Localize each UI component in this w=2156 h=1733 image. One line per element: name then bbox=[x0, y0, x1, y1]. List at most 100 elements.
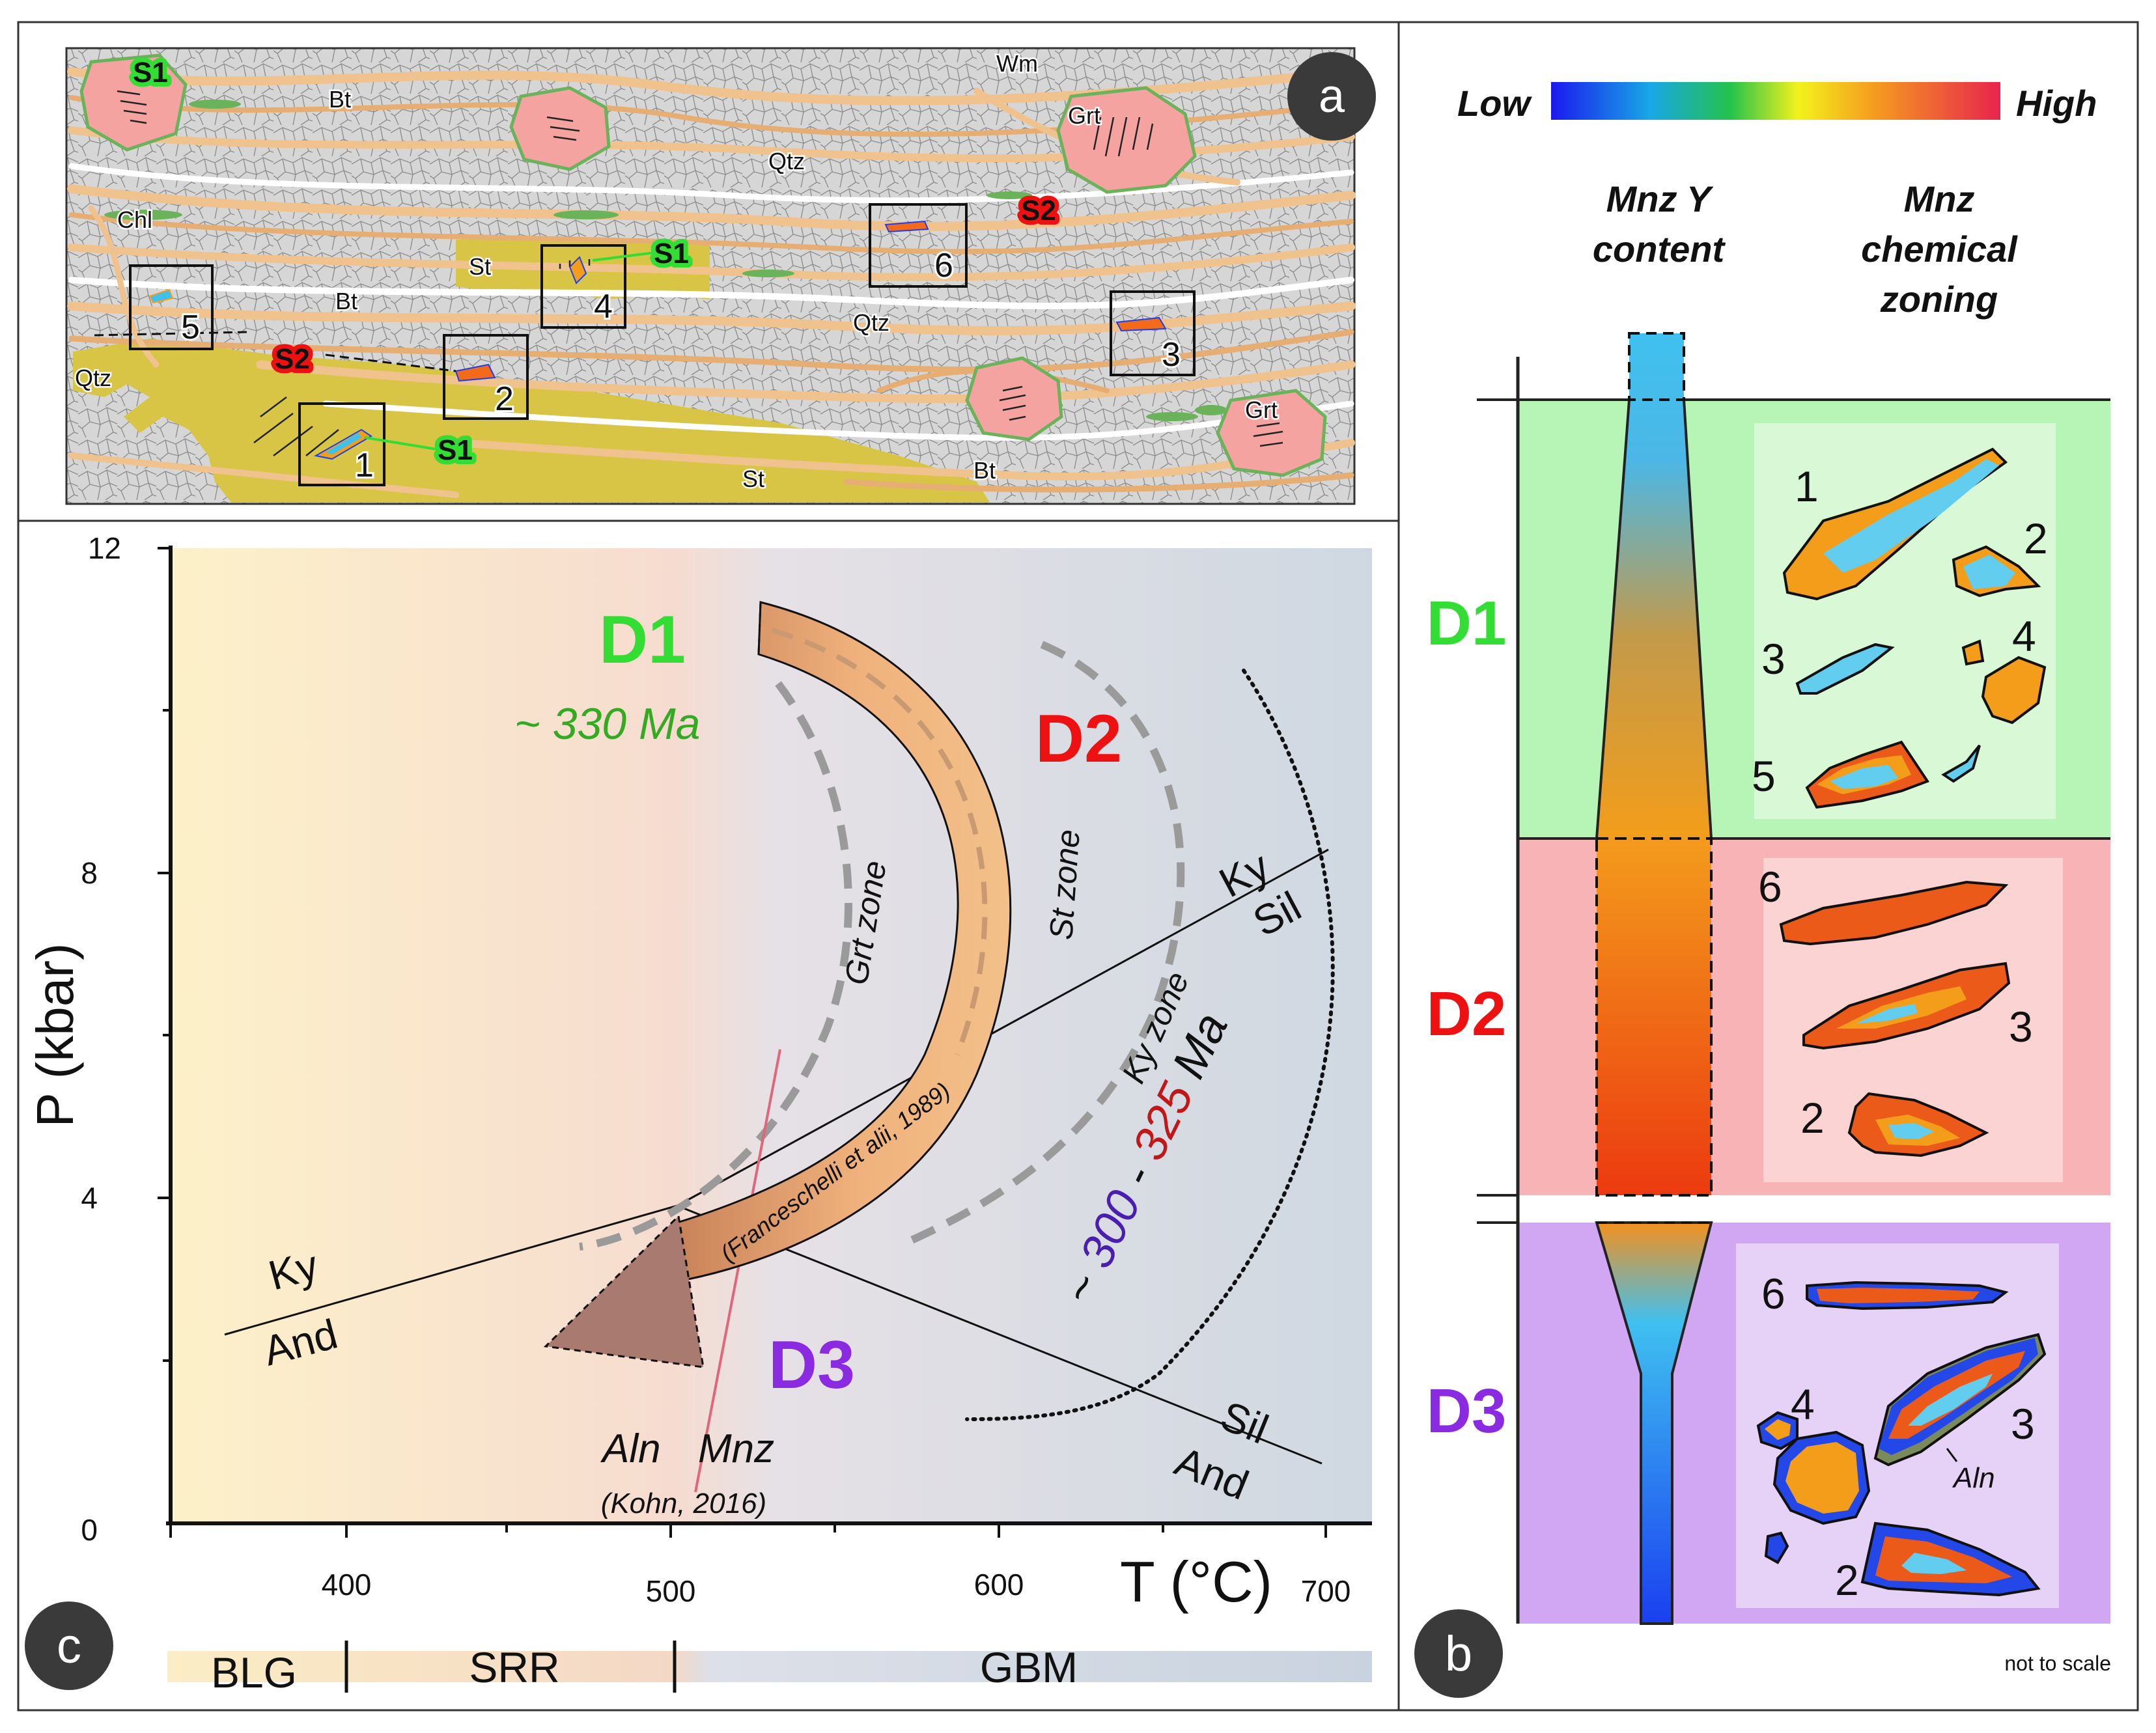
col1-title-line2: content bbox=[1593, 229, 1726, 270]
d3-grain-number-2: 2 bbox=[1835, 1556, 1859, 1604]
col2-title-line1: Mnz bbox=[1904, 178, 1975, 219]
label-chl: Chl bbox=[117, 206, 152, 233]
box-number-2: 2 bbox=[495, 380, 514, 418]
panel-b-zoning: Low High Mnz Y content Mnz chemical zoni… bbox=[1414, 82, 2111, 1698]
d2-grain-number-6: 6 bbox=[1758, 863, 1782, 911]
d3-grain-number-3: 3 bbox=[2011, 1400, 2035, 1448]
y-axis-label: P (kbar) bbox=[26, 943, 84, 1127]
outer-frame bbox=[17, 21, 2139, 1712]
scale-high-label: High bbox=[2016, 83, 2097, 124]
label-st-2: St bbox=[742, 465, 764, 492]
label-qtz-2: Qtz bbox=[853, 309, 889, 336]
label-grt-2: Grt bbox=[1245, 396, 1278, 423]
box-4 bbox=[540, 244, 626, 329]
y-tick-4: 4 bbox=[81, 1181, 98, 1215]
badge-a bbox=[1287, 52, 1376, 141]
ky-and-line bbox=[224, 1204, 678, 1336]
garnets bbox=[79, 53, 1327, 477]
d3-label-c: D3 bbox=[768, 1327, 855, 1403]
zone-isograds bbox=[579, 641, 1185, 1251]
aln-label-c: Aln bbox=[600, 1426, 661, 1471]
column-titles: Mnz Y content Mnz chemical zoning bbox=[1593, 178, 2018, 320]
label-qtz-1: Qtz bbox=[768, 148, 805, 174]
mineral-labels: Wm Bt Bt Bt Qtz Qtz Qtz Grt Grt Chl St S… bbox=[74, 49, 1280, 494]
s1-dashed-trace bbox=[94, 331, 248, 337]
box-numbers: 1 2 3 4 5 6 bbox=[179, 245, 1183, 486]
scale-low-label: Low bbox=[1457, 83, 1532, 124]
d1-grain-number-2: 2 bbox=[2024, 514, 2048, 562]
y-content-column-d2 bbox=[1595, 837, 1713, 1197]
d1-grain-number-5: 5 bbox=[1752, 752, 1776, 800]
d2-grain-number-2: 2 bbox=[1800, 1094, 1825, 1142]
label-bt-2: Bt bbox=[335, 288, 357, 314]
d1-age-label: ~ 330 Ma bbox=[514, 699, 700, 749]
label-qtz-3: Qtz bbox=[75, 365, 111, 391]
stage-label-d3: D3 bbox=[1427, 1376, 1507, 1446]
box-number-4: 4 bbox=[594, 288, 613, 326]
label-grt-1: Grt bbox=[1068, 102, 1100, 129]
aln-label-b: Aln bbox=[1952, 1462, 1995, 1494]
y-tick-12: 12 bbox=[88, 531, 121, 565]
pt-path-centre-dash bbox=[770, 628, 988, 1056]
temperature-max-arc bbox=[965, 669, 1335, 1421]
label-wm: Wm bbox=[996, 50, 1038, 77]
x-tick-400: 400 bbox=[322, 1568, 372, 1601]
regime-blg: BLG bbox=[211, 1648, 297, 1697]
badge-b-label: b bbox=[1445, 1626, 1472, 1682]
not-to-scale-note: not to scale bbox=[2004, 1652, 2111, 1675]
x-axis-ticks bbox=[169, 1523, 1327, 1538]
box-6 bbox=[869, 203, 968, 288]
label-st-1: St bbox=[469, 253, 491, 280]
box-5 bbox=[129, 264, 214, 350]
box-number-1: 1 bbox=[355, 447, 374, 484]
badge-b bbox=[1414, 1609, 1503, 1698]
s2-tag-b: S2 bbox=[275, 343, 310, 375]
pt-path-dashed-top bbox=[757, 602, 762, 655]
y-tick-0: 0 bbox=[81, 1513, 98, 1547]
grt-zone-isograd bbox=[579, 681, 852, 1251]
box-2 bbox=[443, 334, 529, 420]
ky-sil-line bbox=[677, 848, 1329, 1207]
regime-srr: SRR bbox=[469, 1643, 559, 1691]
col1-title-line1: Mnz Y bbox=[1606, 178, 1714, 219]
s2-tag-a: S2 bbox=[1021, 195, 1056, 227]
y-content-top-dashed bbox=[1628, 332, 1685, 401]
monazite-grains-thin-section bbox=[148, 220, 1167, 460]
s1-tag-b: S1 bbox=[654, 238, 689, 270]
pt-path-band bbox=[676, 601, 1012, 1281]
kohn-reference-label: (Kohn, 2016) bbox=[601, 1488, 766, 1519]
y-tick-8: 8 bbox=[81, 856, 98, 890]
regime-labels: BLG SRR GBM bbox=[211, 1643, 1078, 1697]
s1-leader-a bbox=[592, 251, 655, 262]
y-axis-ticks bbox=[158, 547, 171, 1362]
foliation-tags: S1 S1 S1 S2 S2 bbox=[128, 52, 1061, 471]
ky-zone-isograd bbox=[910, 641, 1185, 1244]
d1-grain-number-4: 4 bbox=[2012, 612, 2036, 660]
label-bt-3: Bt bbox=[973, 457, 996, 484]
x-axis-label: T (°C) bbox=[1120, 1549, 1272, 1614]
x-tick-500: 500 bbox=[646, 1574, 696, 1608]
d1-grains bbox=[1782, 447, 2047, 809]
s1-leader-b bbox=[364, 436, 437, 451]
d2-grains bbox=[1779, 880, 2011, 1158]
s1-tag-a: S1 bbox=[133, 57, 168, 89]
d3-grains bbox=[1756, 1281, 2047, 1597]
garnet-inclusion-trails bbox=[117, 90, 1283, 456]
x-tick-700: 700 bbox=[1301, 1574, 1351, 1608]
aln-mnz-reaction-line bbox=[694, 1049, 781, 1493]
pt-path-arrowhead bbox=[543, 1213, 705, 1368]
box-number-6: 6 bbox=[934, 247, 953, 284]
box-number-3: 3 bbox=[1162, 336, 1181, 374]
col2-title-line2: chemical bbox=[1861, 229, 2018, 270]
label-bt-1: Bt bbox=[329, 86, 351, 113]
box-number-5: 5 bbox=[181, 309, 200, 346]
x-tick-labels: 400 500 600 700 bbox=[322, 1568, 1351, 1608]
deformation-regime-bar bbox=[167, 1651, 1372, 1682]
chlorite-flakes bbox=[104, 100, 1227, 421]
aln-leader-line bbox=[1946, 1448, 1958, 1462]
mnz-label-c: Mnz bbox=[698, 1426, 774, 1471]
box-1 bbox=[298, 402, 385, 486]
d2-grain-number-3: 3 bbox=[2009, 1003, 2033, 1051]
stage-label-d1: D1 bbox=[1427, 589, 1507, 658]
y-content-column-d1-outline bbox=[1595, 399, 1713, 839]
